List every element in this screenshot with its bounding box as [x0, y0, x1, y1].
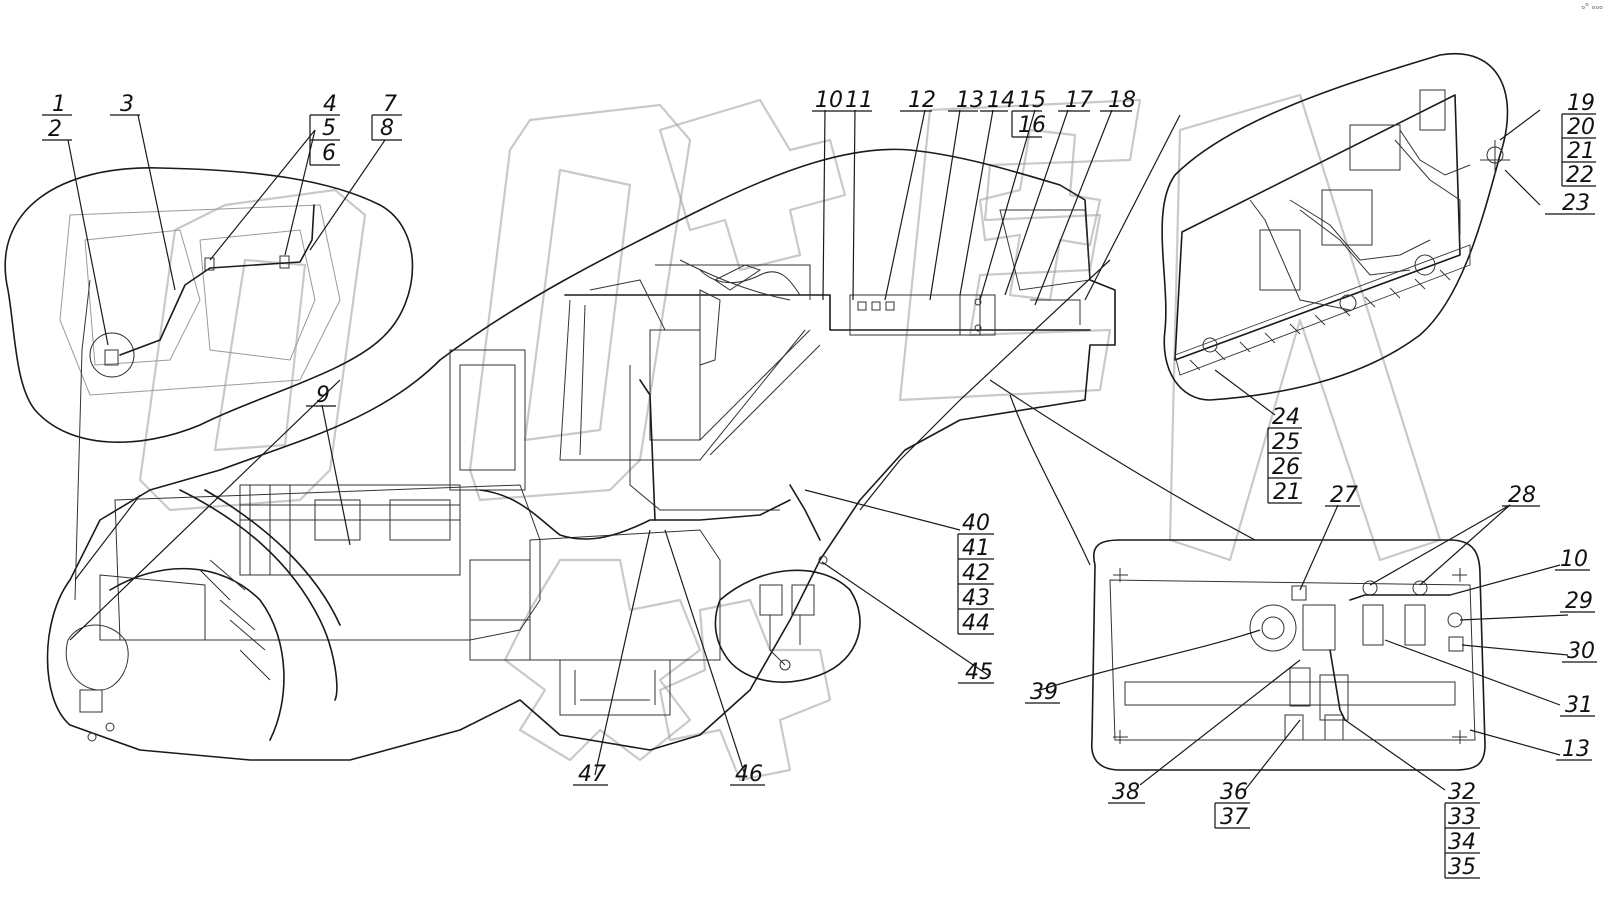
callout-5: 5 — [322, 116, 336, 141]
callout-10-top: 10 — [815, 88, 843, 113]
callout-1: 1 — [52, 92, 66, 117]
callout-7: 7 — [383, 92, 397, 117]
callout-40: 40 — [962, 511, 990, 536]
leader-lines — [67, 109, 1569, 791]
callout-30: 30 — [1567, 639, 1595, 664]
callout-37: 37 — [1220, 805, 1248, 830]
callout-11: 11 — [845, 88, 873, 113]
callout-17: 17 — [1065, 88, 1093, 113]
detail-bubble-right — [1161, 52, 1510, 401]
callout-13-top: 13 — [956, 88, 984, 113]
watermark — [138, 93, 1442, 782]
callout-42: 42 — [962, 561, 990, 586]
callout-19: 19 — [1567, 91, 1595, 116]
tractor-outline — [46, 148, 1116, 761]
callout-2: 2 — [48, 117, 62, 142]
callout-18: 18 — [1108, 88, 1136, 113]
callout-13-right: 13 — [1562, 737, 1590, 762]
callout-36: 36 — [1220, 780, 1248, 805]
callouts: 1 2 3 4 5 6 7 8 9 10 11 12 13 14 15 16 1… — [42, 88, 1597, 880]
detail-panel-13 — [1091, 539, 1486, 771]
callout-47: 47 — [578, 762, 606, 787]
callout-33: 33 — [1448, 805, 1476, 830]
callout-8: 8 — [380, 116, 394, 141]
callout-6: 6 — [322, 141, 336, 166]
callout-46: 46 — [735, 762, 763, 787]
callout-29: 29 — [1565, 589, 1593, 614]
callout-41: 41 — [962, 536, 990, 561]
callout-4: 4 — [323, 92, 337, 117]
callout-34: 34 — [1448, 830, 1476, 855]
callout-27: 27 — [1330, 483, 1358, 508]
callout-43: 43 — [962, 586, 990, 611]
callout-21-top: 21 — [1567, 139, 1595, 164]
callout-9: 9 — [316, 383, 330, 408]
callout-23: 23 — [1562, 191, 1590, 216]
callout-21-mid: 21 — [1273, 480, 1301, 505]
callout-22: 22 — [1566, 163, 1594, 188]
callout-20: 20 — [1567, 115, 1595, 140]
callout-26: 26 — [1272, 455, 1300, 480]
callout-31: 31 — [1565, 693, 1593, 718]
callout-39: 39 — [1030, 680, 1058, 705]
callout-38: 38 — [1112, 780, 1140, 805]
detail-bubble-left — [4, 167, 414, 443]
callout-16: 16 — [1018, 113, 1046, 138]
callout-24: 24 — [1272, 405, 1300, 430]
callout-28: 28 — [1508, 483, 1536, 508]
callout-32: 32 — [1448, 780, 1476, 805]
corner-mark: ₒᵒ ₒₒₒ — [1581, 2, 1603, 12]
callout-10-right: 10 — [1560, 547, 1588, 572]
callout-12: 12 — [908, 88, 936, 113]
callout-25: 25 — [1272, 430, 1300, 455]
callout-35: 35 — [1448, 855, 1476, 880]
callout-3: 3 — [120, 92, 134, 117]
callout-45: 45 — [965, 660, 993, 685]
callout-14: 14 — [987, 88, 1015, 113]
callout-44: 44 — [962, 611, 990, 636]
callout-15: 15 — [1018, 88, 1046, 113]
